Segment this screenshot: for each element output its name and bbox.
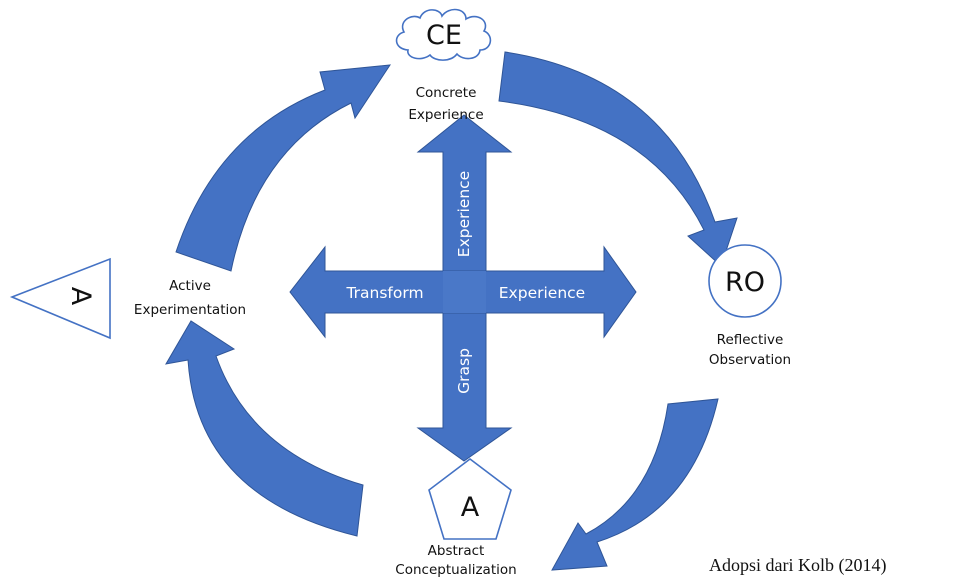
cloud-icon (395, 8, 492, 61)
ac-label-line2: Conceptualization (395, 562, 516, 578)
pentagon-icon (428, 457, 512, 540)
cycle-arrow-ae-to-ce (175, 64, 391, 272)
axis-arrow-up (416, 114, 513, 272)
stage-active-experimentation: A Active Experimentation (9, 257, 246, 340)
ro-symbol: RO (725, 267, 765, 298)
stage-concrete-experience: CE Concrete Experience (395, 8, 492, 123)
cycle-arrow-ce-to-ro (498, 51, 738, 267)
ac-symbol: A (461, 492, 480, 523)
axis-label-experience-vertical: Experience (455, 171, 473, 257)
ce-label-line1: Concrete (416, 85, 477, 101)
axis-arrow-left (289, 245, 465, 339)
axis-arrow-down (416, 295, 513, 462)
source-note: Adopsi dari Kolb (2014) (709, 555, 887, 575)
stage-reflective-observation: RO Reflective Observation (708, 244, 791, 368)
cycle-arrow-ro-to-ac (551, 398, 719, 571)
triangle-icon (9, 257, 111, 340)
ae-symbol: A (65, 287, 96, 306)
axis-label-experience-horizontal: Experience (499, 284, 585, 302)
ce-label-line2: Experience (408, 107, 483, 123)
circle-icon (708, 244, 782, 318)
ro-label-line2: Observation (709, 352, 791, 368)
ac-label-line1: Abstract (428, 543, 485, 559)
ae-label-line2: Experimentation (134, 302, 246, 318)
axis-center (443, 271, 486, 313)
axis-label-transform: Transform (345, 284, 423, 302)
ro-label-line1: Reflective (717, 332, 784, 348)
cycle-arrow-ac-to-ae (165, 320, 364, 537)
axis-label-grasp: Grasp (455, 348, 473, 394)
axis-arrow-right (463, 245, 637, 339)
ae-label-line1: Active (169, 278, 211, 294)
ce-symbol: CE (426, 20, 462, 51)
stage-abstract-conceptualization: A Abstract Conceptualization (395, 457, 517, 578)
